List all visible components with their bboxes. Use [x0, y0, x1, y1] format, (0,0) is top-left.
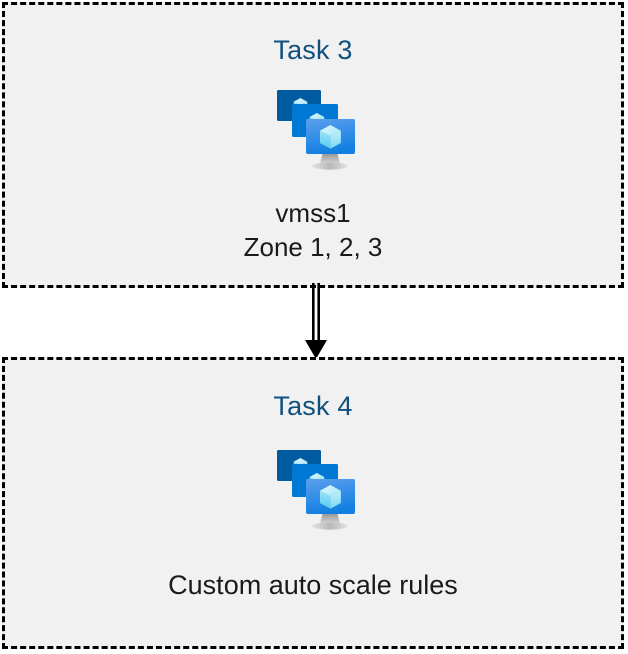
- caption-line: Zone 1, 2, 3: [243, 232, 383, 262]
- vmss-icon: [260, 442, 366, 542]
- task-box-task3[interactable]: Task 3: [2, 2, 624, 288]
- caption-line: Custom auto scale rules: [168, 570, 458, 600]
- monitor-stand: [312, 152, 348, 170]
- arrow-head: [305, 340, 327, 359]
- task-box-title: Task 3: [273, 35, 353, 65]
- monitor-front: [306, 119, 355, 154]
- monitor-stand: [312, 512, 348, 530]
- vmss-icon: [260, 82, 366, 182]
- arrow-line-right: [317, 283, 320, 341]
- double-line-arrow-down: [294, 283, 338, 361]
- task-box-captions: Custom auto scale rules: [168, 568, 458, 602]
- caption-line: vmss1: [275, 198, 351, 228]
- monitor-front: [306, 479, 355, 514]
- task-box-task4[interactable]: Task 4: [2, 357, 624, 649]
- task-box-captions: vmss1 Zone 1, 2, 3: [244, 196, 383, 264]
- task-box-title: Task 4: [273, 391, 353, 421]
- arrow-line-left: [312, 283, 315, 341]
